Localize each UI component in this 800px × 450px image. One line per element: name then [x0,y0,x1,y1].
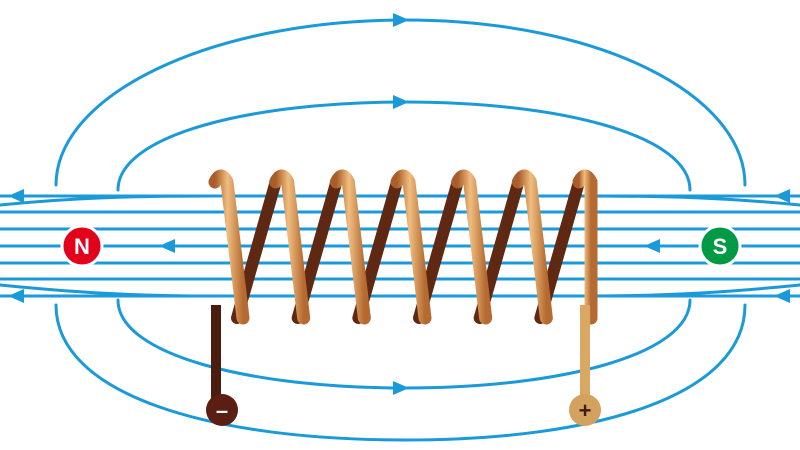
positive-terminal-label: + [579,398,592,423]
negative-lead-wire [211,305,221,405]
field-line-flare [0,283,217,298]
arrow-left-icon [8,289,24,303]
south-pole-label: S [713,234,728,259]
coil-turn [451,169,493,325]
north-pole-badge: N [60,224,104,268]
arrow-right-icon [393,381,409,395]
arrow-left-icon [8,189,24,203]
arrow-right-icon [393,13,409,27]
arrow-right-icon [393,95,409,109]
north-pole-label: N [74,234,90,259]
field-line-outer-bottom [54,303,747,442]
coil-turn [329,169,371,325]
positive-lead-wire [580,305,590,405]
south-pole-badge: S [698,224,742,268]
coil-turn [269,169,311,325]
positive-terminal: + [569,394,601,426]
coil-turn [511,169,553,325]
magnetic-field-lines [0,18,800,442]
arrow-left-icon [774,189,790,203]
field-line-inner-bottom [116,298,692,390]
negative-terminal: – [206,394,238,426]
arrow-left-icon [159,239,175,253]
coil-turn [208,169,250,325]
negative-terminal-label: – [216,398,228,423]
coil-turn [390,169,432,325]
arrow-left-icon [644,239,660,253]
arrow-left-icon [774,289,790,303]
field-line-flare [583,194,800,207]
coil-turn [572,169,598,325]
field-line-flare [0,194,217,207]
field-direction-arrows [8,13,790,395]
copper-coil [208,169,598,325]
field-line-flare [583,283,800,298]
